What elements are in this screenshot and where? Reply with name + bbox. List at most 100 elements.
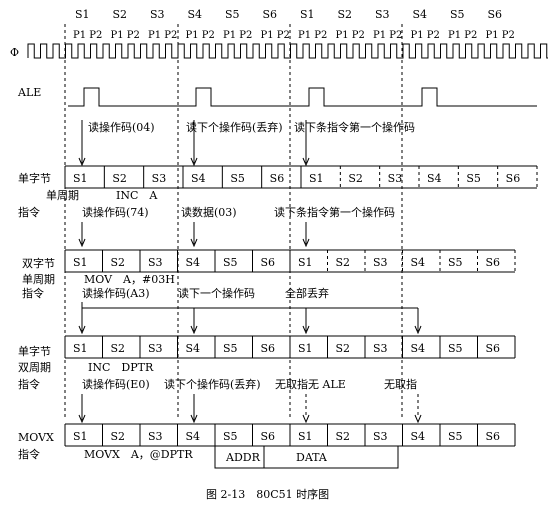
phase-label: P1 P2: [336, 30, 365, 41]
phase-header: P1 P2 P1 P2 P1 P2 P1 P2 P1 P2 P1 P2 P1 P2 P1 P2…: [73, 30, 515, 41]
clock-label: Φ: [10, 46, 19, 59]
state-cell-label: S1: [73, 172, 88, 185]
annotation-read-opcode-74: 读操作码(74): [82, 205, 149, 219]
annotation-read-opcode-04: 读操作码(04): [88, 120, 155, 134]
annotation-read-next-instruction: 读下条指令第一个操作码: [294, 120, 415, 134]
state-cell-label: S2: [336, 342, 351, 355]
state-label: S1: [300, 8, 315, 21]
bus-addr-label: ADDR: [225, 451, 261, 464]
phase-label: P1 P2: [261, 30, 290, 41]
state-cell-label: S4: [411, 430, 426, 443]
state-label: S2: [113, 8, 128, 21]
state-cell-label: S6: [486, 342, 501, 355]
state-label: S6: [488, 8, 503, 21]
annotation-read-next-instruction-2: 读下条指令第一个操作码: [274, 205, 395, 219]
state-cell-label: S2: [111, 256, 126, 269]
annotation-read-data-03: 读数据(03): [181, 205, 237, 219]
annotation-read-next-opcode: 读下一个操作码: [178, 286, 255, 300]
state-label: S1: [75, 8, 90, 21]
state-label: S4: [413, 8, 428, 21]
clock-waveform: [27, 43, 548, 59]
state-cell-label: S5: [230, 172, 245, 185]
phase-label: P1 P2: [148, 30, 177, 41]
state-cell-label: S4: [191, 172, 206, 185]
phase-label: P1 P2: [73, 30, 102, 41]
phase-label: P1 P2: [373, 30, 402, 41]
row-label-instruction: 指令: [18, 205, 40, 219]
state-cell-label: S1: [73, 342, 88, 355]
address-data-bus-box: [214, 445, 399, 469]
state-cell-label: S4: [186, 430, 201, 443]
state-cell-label: S2: [111, 342, 126, 355]
row-label-single-byte-3: 单字节: [18, 344, 51, 358]
state-cell-label: S4: [411, 256, 426, 269]
state-cell-label: S5: [223, 342, 238, 355]
state-label: S6: [263, 8, 278, 21]
ale-waveform: [68, 87, 537, 107]
state-cell-label: S5: [448, 256, 463, 269]
phase-label: P1 P2: [486, 30, 515, 41]
state-cell-label: S2: [348, 172, 363, 185]
instruction-inc-a: INC A: [116, 189, 158, 202]
instruction-movx-a-dptr: MOVX A，@DPTR: [84, 448, 193, 461]
row-sublabel-single-cycle-2: 单周期: [22, 273, 55, 286]
row-sublabel-single-cycle: 单周期: [46, 189, 79, 202]
annotation-no-fetch-no-ale: 无取指无 ALE: [275, 377, 346, 391]
state-cell-label: S1: [73, 430, 88, 443]
annotation-read-opcode-e0: 读操作码(E0): [82, 377, 150, 391]
phase-label: P1 P2: [411, 30, 440, 41]
phase-label: P1 P2: [448, 30, 477, 41]
state-cell-label: S1: [298, 342, 313, 355]
state-cell-label: S3: [388, 172, 403, 185]
row-label-instruction-3: 指令: [18, 377, 40, 391]
row-sublabel-double-cycle: 双周期: [18, 361, 51, 374]
annotation-read-next-discard-4: 读下个操作码(丢弃): [164, 377, 261, 391]
state-cell-label: S2: [336, 430, 351, 443]
state-cell-label: S2: [336, 256, 351, 269]
state-cell-label: S5: [223, 430, 238, 443]
annotation-all-discarded: 全部丢弃: [285, 286, 329, 300]
state-label: S3: [150, 8, 165, 21]
state-cell-label: S6: [270, 172, 285, 185]
row-label-instruction-2: 指令: [22, 286, 44, 300]
annotation-read-next-discard: 读下个操作码(丢弃): [186, 120, 283, 134]
ale-label: ALE: [17, 86, 41, 99]
state-label: S5: [225, 8, 240, 21]
state-label: S3: [375, 8, 390, 21]
phase-label: P1 P2: [186, 30, 215, 41]
state-cell-label: S3: [152, 172, 167, 185]
state-cell-label: S1: [73, 256, 88, 269]
state-cell-label: S4: [186, 342, 201, 355]
state-cell-label: S2: [112, 172, 127, 185]
state-cell-label: S1: [298, 430, 313, 443]
state-cell-label: S4: [186, 256, 201, 269]
instruction-inc-dptr: INC DPTR: [88, 361, 154, 374]
state-label: S5: [450, 8, 465, 21]
state-cell-label: S3: [148, 256, 163, 269]
state-cell-label: S3: [148, 430, 163, 443]
row-label-single-byte: 单字节: [18, 171, 51, 185]
section-double-byte-single-cycle: 读操作码(74) 读数据(03) 读下条指令第一个操作码 双字节 单周期 MOV…: [22, 205, 516, 300]
state-cell-label: S4: [411, 342, 426, 355]
state-cell-label: S5: [466, 172, 481, 185]
state-cell-label: S6: [261, 430, 276, 443]
state-cell-label: S5: [448, 342, 463, 355]
state-cell-label: S3: [373, 256, 388, 269]
section-single-byte-double-cycle: 读操作码(A3) 读下一个操作码 全部丢弃 单字节 双周期 INC DPTR 指…: [18, 286, 516, 391]
state-cell-label: S6: [506, 172, 521, 185]
phase-label: P1 P2: [298, 30, 327, 41]
annotation-read-opcode-a3: 读操作码(A3): [82, 286, 150, 300]
phase-label: P1 P2: [111, 30, 140, 41]
state-cell-label: S5: [448, 430, 463, 443]
state-label: S4: [188, 8, 203, 21]
annotation-no-fetch: 无取指: [384, 377, 417, 391]
figure-caption: 图 2-13 80C51 时序图: [206, 487, 329, 501]
state-cell-label: S6: [486, 430, 501, 443]
instruction-mov-a-03h: MOV A，#03H: [84, 273, 175, 286]
state-cell-label: S2: [111, 430, 126, 443]
